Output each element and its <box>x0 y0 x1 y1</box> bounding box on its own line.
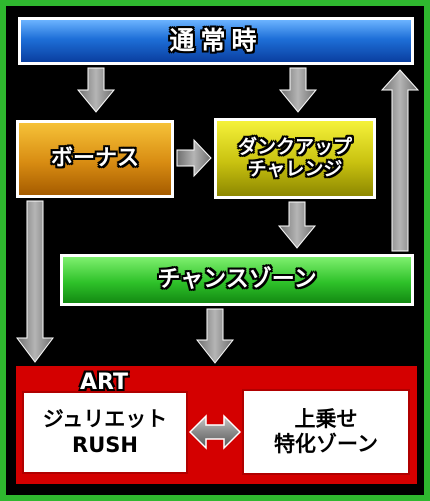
arrow-normal-to-dunk <box>278 67 318 113</box>
node-bonus-label: ボーナス <box>50 145 139 171</box>
node-juliet-rush: ジュリエット RUSH <box>22 391 188 474</box>
double-arrow-juliet-tokka <box>188 414 242 450</box>
arrow-chance-to-art <box>195 308 235 364</box>
node-dunk-up-challenge: ダンクアップ チャレンジ <box>214 118 376 199</box>
arrow-dunk-to-chance <box>277 201 317 249</box>
node-normal-label: 通常時 <box>169 26 263 55</box>
node-chance-zone: チャンスゾーン <box>60 254 414 306</box>
arrow-normal-to-bonus <box>76 67 116 113</box>
node-chance-label: チャンスゾーン <box>157 266 317 293</box>
node-normal: 通常時 <box>18 17 414 65</box>
art-label: ART <box>80 370 128 395</box>
node-tokka-label-line2: 特化ゾーン <box>274 432 378 456</box>
node-juliet-label-line1: ジュリエット <box>42 407 168 432</box>
arrow-bonus-to-dunk <box>176 138 212 178</box>
node-tokka-zone: 上乗せ 特化ゾーン <box>242 389 410 475</box>
node-dunk-label-line1: ダンクアップ <box>237 136 352 159</box>
node-tokka-label-line1: 上乗せ <box>294 406 358 431</box>
node-dunk-label-line2: チャレンジ <box>247 157 343 180</box>
node-juliet-label-line2: RUSH <box>72 432 138 457</box>
arrow-chance-to-normal <box>380 69 420 252</box>
arrow-bonus-to-art <box>16 200 54 363</box>
node-bonus: ボーナス <box>16 120 174 198</box>
